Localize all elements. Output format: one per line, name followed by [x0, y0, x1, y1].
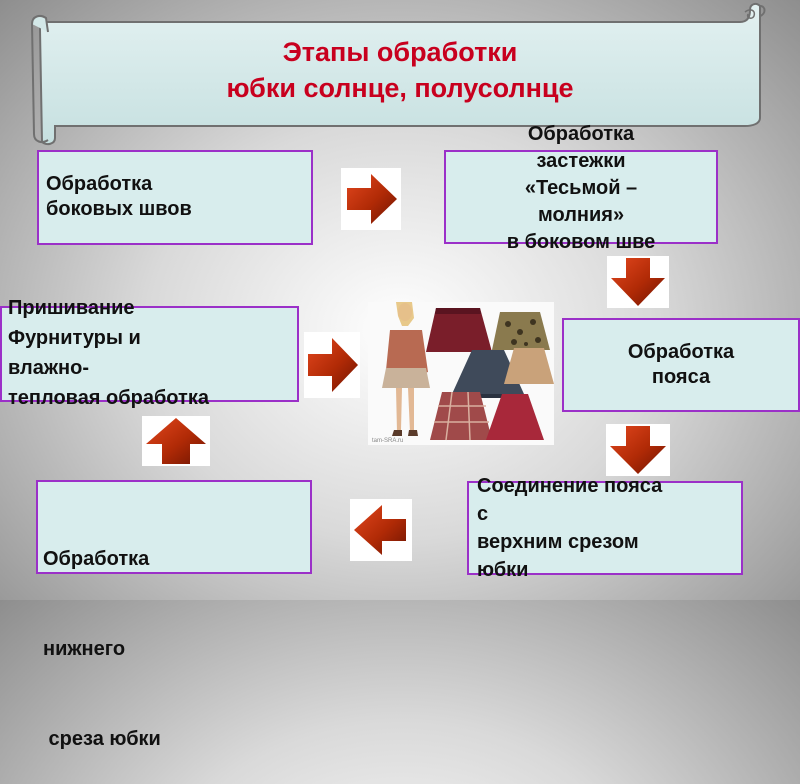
step-hem-text: Обработка нижнего среза юбки	[43, 484, 161, 784]
arrow-left-icon	[350, 499, 412, 561]
step-fittings-line-2: Фурнитуры и	[8, 327, 141, 349]
step-attach-waistband-text: Соединение пояса с верхним срезом юбки	[477, 472, 662, 584]
step-hem-box	[36, 480, 312, 574]
step-side-seams-line-2: боковых швов	[46, 198, 192, 220]
skirt-red	[486, 394, 544, 440]
skirt-tan	[504, 348, 554, 384]
step-fittings-box	[0, 306, 299, 402]
slide-title: Этапы обработки юбки солнце, полусолнце	[60, 28, 740, 112]
step-attach-waistband-line-4: юбки	[477, 559, 529, 581]
step-zipper-line-2: застежки	[536, 150, 626, 172]
photo-watermark: tam-SRA.ru	[372, 438, 403, 444]
step-side-seams-box	[37, 150, 313, 245]
step-hem-line-2: нижнего	[43, 638, 126, 660]
step-zipper-box	[444, 150, 718, 244]
step-attach-waistband-box	[467, 481, 743, 575]
step-waistband-box	[562, 318, 800, 412]
arrow-right-icon	[341, 168, 401, 230]
title-line-1: Этапы обработки	[282, 37, 518, 67]
step-side-seams-text: Обработка боковых швов	[46, 172, 192, 222]
step-attach-waistband-line-3: верхним срезом	[477, 531, 639, 553]
title-scroll-banner	[31, 2, 766, 146]
step-waistband-line-1: Обработка	[627, 341, 735, 363]
step-side-seams-line-1: Обработка	[46, 173, 153, 195]
step-waistband-line-2: пояса	[651, 366, 711, 388]
arrow-right-icon	[304, 332, 360, 398]
step-zipper-line-1: Обработка	[527, 123, 635, 145]
arrow-down-icon	[606, 424, 670, 476]
step-attach-waistband-line-2: с	[477, 503, 489, 525]
step-fittings-text: Пришивание Фурнитуры и влажно- тепловая …	[8, 293, 209, 413]
step-zipper-line-4: молния»	[537, 204, 625, 226]
step-hem-line-3: среза юбки	[43, 728, 161, 750]
step-zipper-line-3: «Тесьмой –	[524, 177, 638, 199]
title-line-2: юбки солнце, полусолнце	[226, 73, 574, 103]
skirt-maroon	[426, 308, 492, 352]
skirts-photo: tam-SRA.ru	[368, 302, 554, 445]
step-waistband-text: Обработка пояса	[562, 340, 800, 390]
step-fittings-line-1: Пришивание	[8, 297, 135, 319]
step-fittings-line-3: влажно-	[8, 357, 89, 379]
arrow-up-icon	[142, 416, 210, 466]
step-zipper-line-5: в боковом шве	[506, 231, 656, 253]
step-fittings-line-4: тепловая обработка	[8, 387, 209, 409]
step-attach-waistband-line-1: Соединение пояса	[477, 475, 663, 497]
arrow-down-icon	[607, 256, 669, 308]
step-zipper-text: Обработка застежки «Тесьмой – молния» в …	[444, 121, 718, 256]
model-figure	[382, 302, 430, 436]
skirt-plaid	[430, 392, 492, 440]
step-hem-line-1: Обработка	[43, 548, 150, 570]
